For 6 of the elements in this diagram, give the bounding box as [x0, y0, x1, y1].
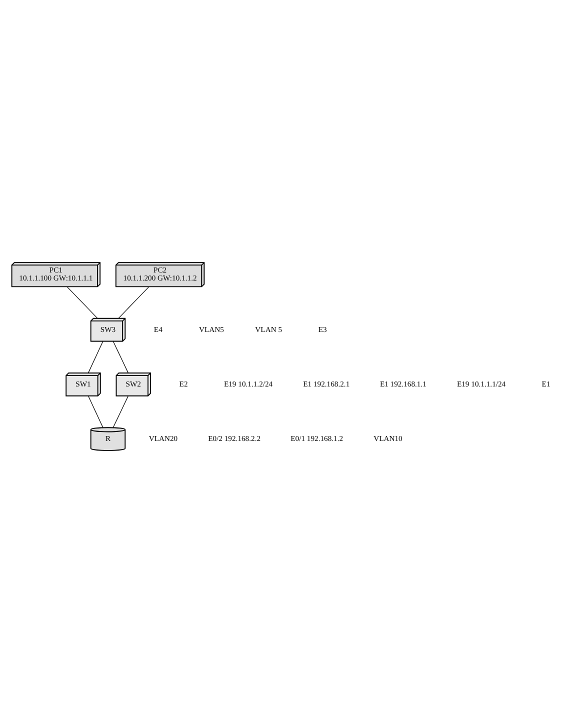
connector [88, 340, 104, 373]
connector [112, 340, 129, 373]
connector [88, 395, 104, 428]
connector [66, 286, 98, 318]
connector [118, 286, 150, 318]
connector [112, 395, 128, 428]
